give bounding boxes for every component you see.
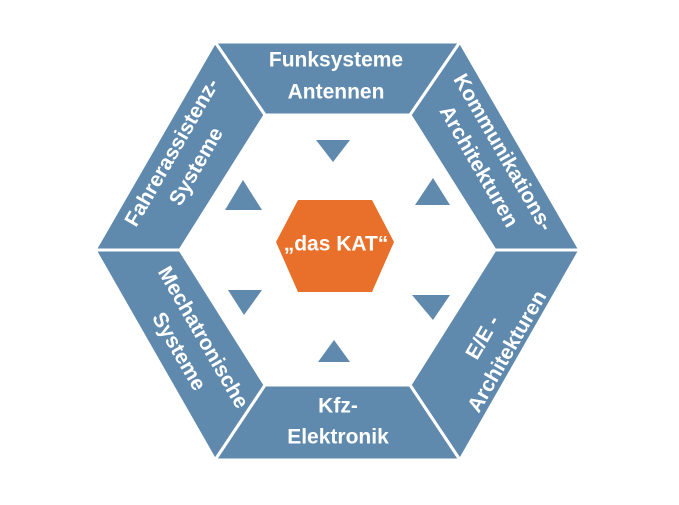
arrow-from-bottom (318, 340, 350, 362)
center-label: „das KAT“ (284, 233, 389, 256)
arrow-from-upper-right (415, 178, 450, 205)
arrow-from-upper-left (225, 180, 262, 210)
arrow-from-top (316, 140, 350, 162)
center-hexagon (276, 200, 394, 292)
segment-bottom-label-line2: Elektronik (287, 426, 389, 449)
segment-top-label-line2: Antennen (288, 81, 385, 104)
center-node: „das KAT“ (276, 200, 394, 292)
arrow-from-lower-right (412, 295, 450, 320)
arrow-from-lower-left (228, 290, 262, 315)
segment-bottom: Kfz- Elektronik (212, 383, 463, 462)
segment-top-label-line1: Funksysteme (269, 49, 403, 72)
segment-bottom-label-line1: Kfz- (318, 395, 358, 418)
